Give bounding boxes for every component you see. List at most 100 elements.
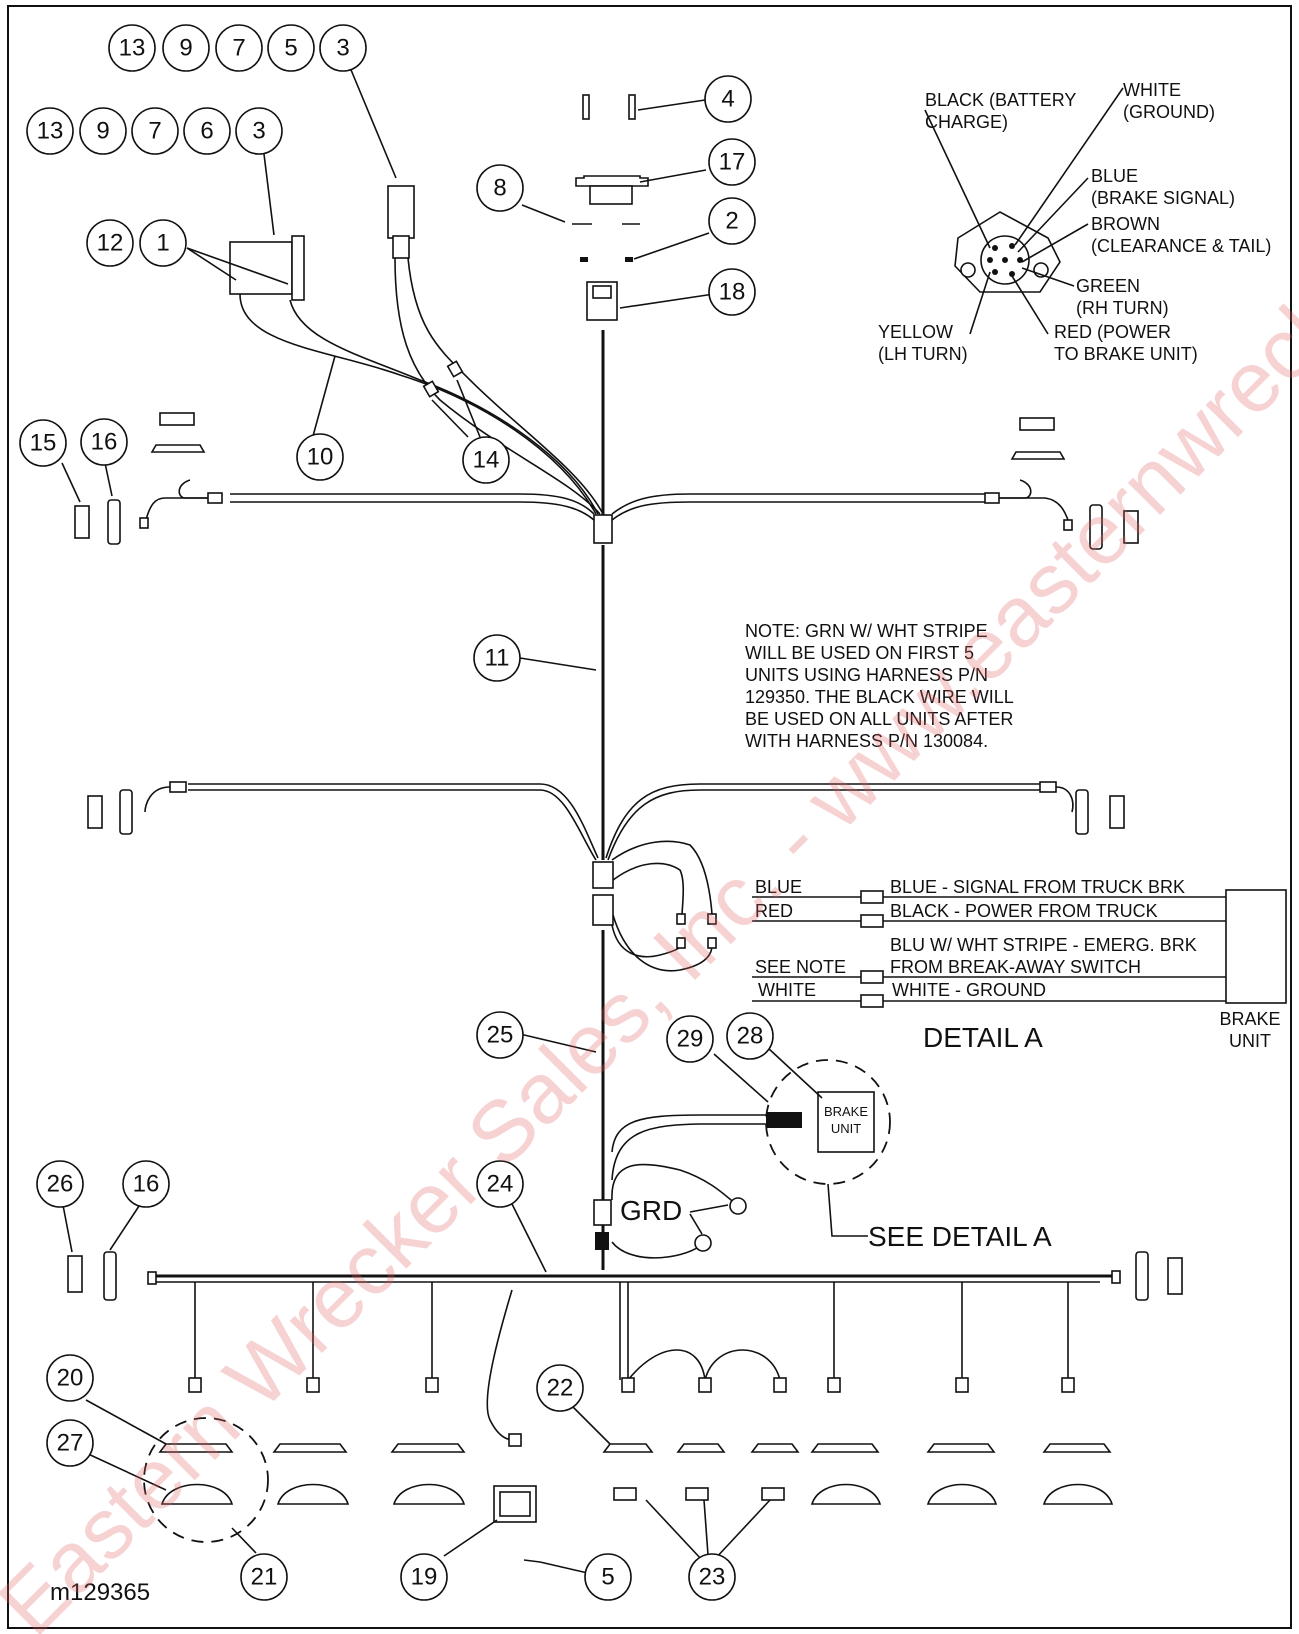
brake-unit-box — [817, 1091, 875, 1153]
note-line-6: WITH HARNESS P/N 130084. — [745, 731, 988, 751]
callout-7a: 7 — [215, 24, 263, 72]
svg-text:24: 24 — [487, 1171, 514, 1198]
callout-4: 4 — [704, 75, 752, 123]
callout-8: 8 — [476, 164, 524, 212]
pin-white-label: WHITE — [1123, 80, 1181, 100]
page-border — [7, 5, 1292, 1629]
callout-16b: 16 — [122, 1160, 170, 1208]
trailer-socket-face — [592, 285, 612, 299]
svg-text:25: 25 — [487, 1022, 514, 1049]
callout-10: 10 — [296, 433, 344, 481]
mounting-bracket — [229, 241, 293, 295]
callout-28: 28 — [726, 1012, 774, 1060]
seven-way-pinout: BLACK (BATTERY CHARGE) WHITE (GROUND) BL… — [878, 80, 1271, 364]
svg-text:7: 7 — [148, 118, 161, 145]
trailer-connector-assembly — [572, 94, 649, 321]
mounting-bracket-flange — [291, 235, 305, 301]
svg-text:4: 4 — [721, 86, 734, 113]
detail-right-blue: BLUE - SIGNAL FROM TRUCK BRK — [890, 877, 1185, 897]
detail-brake-unit-box — [1225, 889, 1287, 1004]
brake-box-label-2: UNIT — [831, 1121, 861, 1136]
callout-24: 24 — [476, 1160, 524, 1208]
svg-text:16: 16 — [133, 1171, 160, 1198]
note-line-4: 129350. THE BLACK WIRE WILL — [745, 687, 1014, 707]
svg-text:3: 3 — [252, 118, 265, 145]
drawing-id: m129365 — [50, 1579, 150, 1606]
svg-text:11: 11 — [485, 645, 510, 672]
svg-text:16: 16 — [91, 429, 118, 456]
connector-cover — [575, 175, 649, 187]
detail-left-blue: BLUE — [755, 877, 802, 897]
marker-grommet-mid-left — [119, 789, 133, 835]
pin-white-desc: (GROUND) — [1123, 102, 1215, 122]
pin-blue-label: BLUE — [1091, 166, 1138, 186]
svg-text:10: 10 — [307, 444, 334, 471]
ground-terminal-2 — [694, 1234, 712, 1252]
grommet-top-right — [1010, 451, 1066, 460]
callout-26: 26 — [36, 1160, 84, 1208]
svg-text:15: 15 — [30, 430, 57, 457]
callout-3b: 3 — [235, 107, 283, 155]
lamp-21-circle — [143, 1417, 269, 1543]
callout-1: 1 — [139, 219, 187, 267]
ground-terminal-1 — [729, 1197, 747, 1215]
callout-25: 25 — [476, 1011, 524, 1059]
svg-text:14: 14 — [473, 447, 500, 474]
pin-red-desc: TO BRAKE UNIT) — [1054, 344, 1198, 364]
middle-branches — [87, 781, 1125, 972]
svg-text:21: 21 — [251, 1564, 278, 1591]
pin-black-label: BLACK (BATTERY — [925, 90, 1076, 110]
marker-grommet-right — [1089, 504, 1103, 550]
detail-right-black: BLACK - POWER FROM TRUCK — [890, 901, 1158, 921]
pin-black-desc: CHARGE) — [925, 112, 1008, 132]
svg-text:27: 27 — [57, 1430, 84, 1457]
svg-text:22: 22 — [547, 1375, 574, 1402]
pin-brown-desc: (CLEARANCE & TAIL) — [1091, 236, 1271, 256]
svg-text:9: 9 — [179, 35, 192, 62]
detail-right-emerg-2: FROM BREAK-AWAY SWITCH — [890, 957, 1141, 977]
note-line-2: WILL BE USED ON FIRST 5 — [745, 643, 974, 663]
note-line-3: UNITS USING HARNESS P/N — [745, 665, 988, 685]
marker-lens-mid-left — [87, 795, 103, 829]
callout-23: 23 — [688, 1553, 736, 1601]
upper-branches — [74, 412, 1139, 550]
svg-text:20: 20 — [57, 1365, 84, 1392]
harness-note: NOTE: GRN W/ WHT STRIPE WILL BE USED ON … — [745, 621, 1014, 751]
svg-text:17: 17 — [719, 149, 746, 176]
callout-13a: 13 — [108, 24, 156, 72]
svg-text:13: 13 — [37, 118, 64, 145]
detail-right-emerg-1: BLU W/ WHT STRIPE - EMERG. BRK — [890, 935, 1197, 955]
ground-wires: GRD — [611, 1163, 747, 1259]
junction-block-top — [593, 514, 613, 544]
callout-12: 12 — [86, 219, 134, 267]
splice-upper — [446, 360, 464, 378]
connector-cover-body — [589, 185, 633, 205]
svg-text:12: 12 — [97, 230, 124, 257]
rear-lamps — [143, 1417, 1114, 1563]
lens-top-left — [159, 412, 195, 426]
detail-a-title: DETAIL A — [923, 1022, 1043, 1053]
marker-lens-left — [74, 505, 90, 539]
callout-13b: 13 — [26, 107, 74, 155]
callout-7b: 7 — [131, 107, 179, 155]
junction-block-mid-2 — [592, 894, 614, 926]
rivet-5 — [523, 1559, 541, 1563]
marker-lens-rear-left — [67, 1255, 83, 1293]
svg-text:1: 1 — [156, 230, 169, 257]
breakaway-switch — [387, 185, 415, 239]
svg-text:28: 28 — [737, 1023, 764, 1050]
nut-left — [580, 257, 588, 262]
detail-left-white: WHITE — [758, 980, 816, 1000]
grommet-top-left — [150, 444, 206, 453]
callout-20: 20 — [46, 1354, 94, 1402]
pin-green-label: GREEN — [1076, 276, 1140, 296]
pin-red-label: RED (POWER — [1054, 322, 1171, 342]
svg-text:8: 8 — [493, 175, 506, 202]
callout-29: 29 — [666, 1015, 714, 1063]
callout-21: 21 — [240, 1553, 288, 1601]
callout-5b: 5 — [584, 1553, 632, 1601]
marker-grommet-mid-right — [1075, 789, 1089, 835]
wire-bundle — [766, 1112, 802, 1128]
callout-18: 18 — [708, 268, 756, 316]
